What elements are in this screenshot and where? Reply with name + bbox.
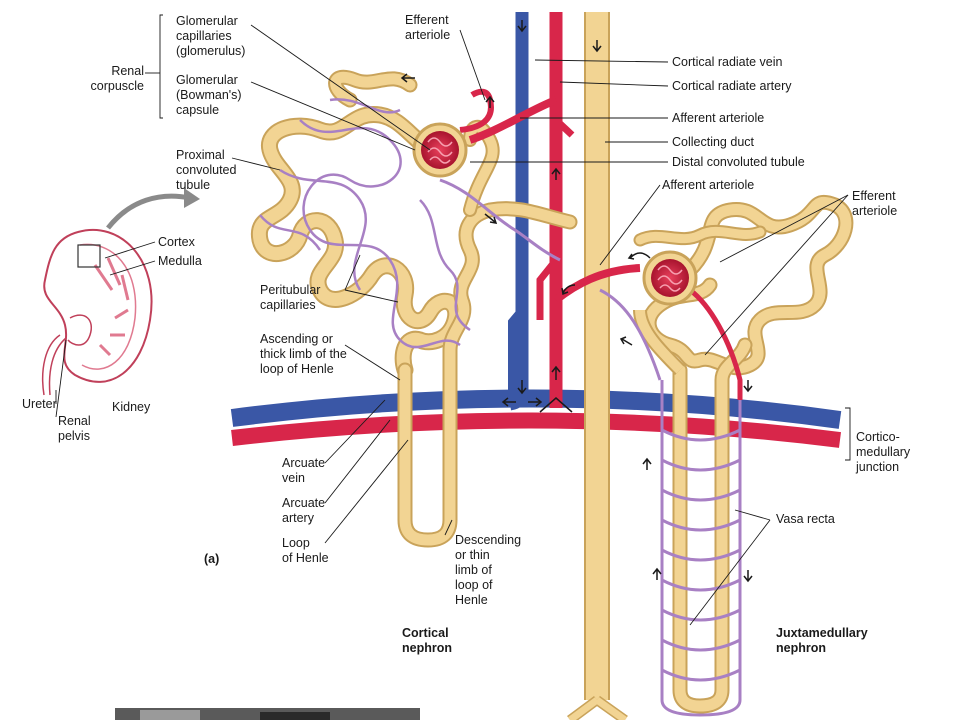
juxtamedullary-nephron <box>553 194 854 717</box>
arrow-down-icon <box>517 20 527 33</box>
arrow-up-left-icon <box>619 336 633 346</box>
zoom-box <box>77 244 101 268</box>
arrow-left-icon <box>400 73 415 83</box>
arcuate-vessels <box>230 389 842 448</box>
label-arcuate-artery: Arcuate artery <box>282 496 326 525</box>
label-glomerular-capillaries: Glomerular capillaries (glomerulus) <box>176 14 246 58</box>
arrow-curve-icon <box>627 252 651 260</box>
label-collecting-duct: Collecting duct <box>672 135 754 149</box>
label-peritubular-capillaries: Peritubular capillaries <box>260 283 321 312</box>
label-descending-limb: Descending or thin limb of loop of Henle <box>455 533 522 607</box>
ureter <box>41 334 67 396</box>
arcuate-artery <box>231 412 842 448</box>
arrow-down-icon <box>592 40 602 53</box>
glomerulus <box>421 131 459 169</box>
label-kidney: Kidney <box>112 400 151 414</box>
loop-of-henle <box>397 201 578 548</box>
leader-lines <box>55 14 851 626</box>
label-efferent-arteriole-right: Efferent arteriole <box>852 189 898 218</box>
label-cortical-radiate-vein: Cortical radiate vein <box>672 55 783 69</box>
label-afferent-arteriole-mid: Afferent arteriole <box>662 178 755 192</box>
arrow-up-icon <box>652 567 662 580</box>
arrow-down-icon <box>743 380 753 393</box>
label-glomerular-capsule: Glomerular (Bowman's) capsule <box>176 73 242 117</box>
label-arcuate-vein: Arcuate vein <box>282 456 326 485</box>
arrow-up-icon <box>485 95 495 108</box>
cortical-nephron <box>250 69 578 548</box>
label-figure-tag: (a) <box>204 552 220 566</box>
arrow-right-icon <box>484 213 498 224</box>
kidney-inset <box>41 188 200 396</box>
arrow-left-icon <box>501 397 516 407</box>
arrow-down-icon <box>743 570 753 583</box>
zoom-arrow-icon <box>106 193 191 230</box>
label-renal-corpuscle: Renal corpuscle <box>90 64 145 93</box>
label-loop-of-henle: Loop of Henle <box>282 536 329 565</box>
arrow-down-icon <box>517 380 527 395</box>
medulla-pyramids <box>93 257 130 357</box>
label-renal-pelvis: Renal pelvis <box>58 414 91 443</box>
label-ureter: Ureter <box>22 397 57 411</box>
label-proximal-convoluted-tubule: Proximal convoluted tubule <box>176 148 237 192</box>
label-corticomedullary-junction: Cortico- medullary junction <box>856 430 911 474</box>
kidney-outline <box>43 229 153 383</box>
afferent-arteriole-cortical <box>468 96 558 144</box>
vasa-recta <box>660 380 742 717</box>
label-ascending-limb: Ascending or thick limb of the loop of H… <box>260 332 347 376</box>
arcuate-vein <box>230 389 842 429</box>
label-juxtamedullary-nephron: Juxtamedullary nephron <box>776 626 868 655</box>
label-medulla: Medulla <box>158 254 202 268</box>
label-cortical-radiate-artery: Cortical radiate artery <box>672 79 792 93</box>
label-afferent-arteriole-top: Afferent arteriole <box>672 111 765 125</box>
arrow-up-icon <box>642 457 652 470</box>
efferent-arteriole-juxta <box>688 288 743 400</box>
renal-pelvis <box>67 314 92 346</box>
label-distal-convoluted-tubule: Distal convoluted tubule <box>672 155 805 169</box>
arrow-curve-icon <box>561 284 576 296</box>
peritubular-capillaries <box>259 98 471 349</box>
arrow-up-icon <box>551 365 561 380</box>
juxta-glomerulus <box>651 259 689 297</box>
label-vasa-recta: Vasa recta <box>776 512 835 526</box>
arrow-right-icon <box>528 397 543 407</box>
label-cortex: Cortex <box>158 235 195 249</box>
label-efferent-arteriole-top: Efferent arteriole <box>405 13 451 42</box>
label-cortical-nephron: Cortical nephron <box>402 626 452 655</box>
arrow-branch-icon <box>539 397 573 413</box>
arrow-up-icon <box>551 167 561 180</box>
afferent-arteriole-juxta <box>553 264 641 304</box>
collecting-duct <box>567 12 628 720</box>
flow-arrows <box>400 20 753 583</box>
